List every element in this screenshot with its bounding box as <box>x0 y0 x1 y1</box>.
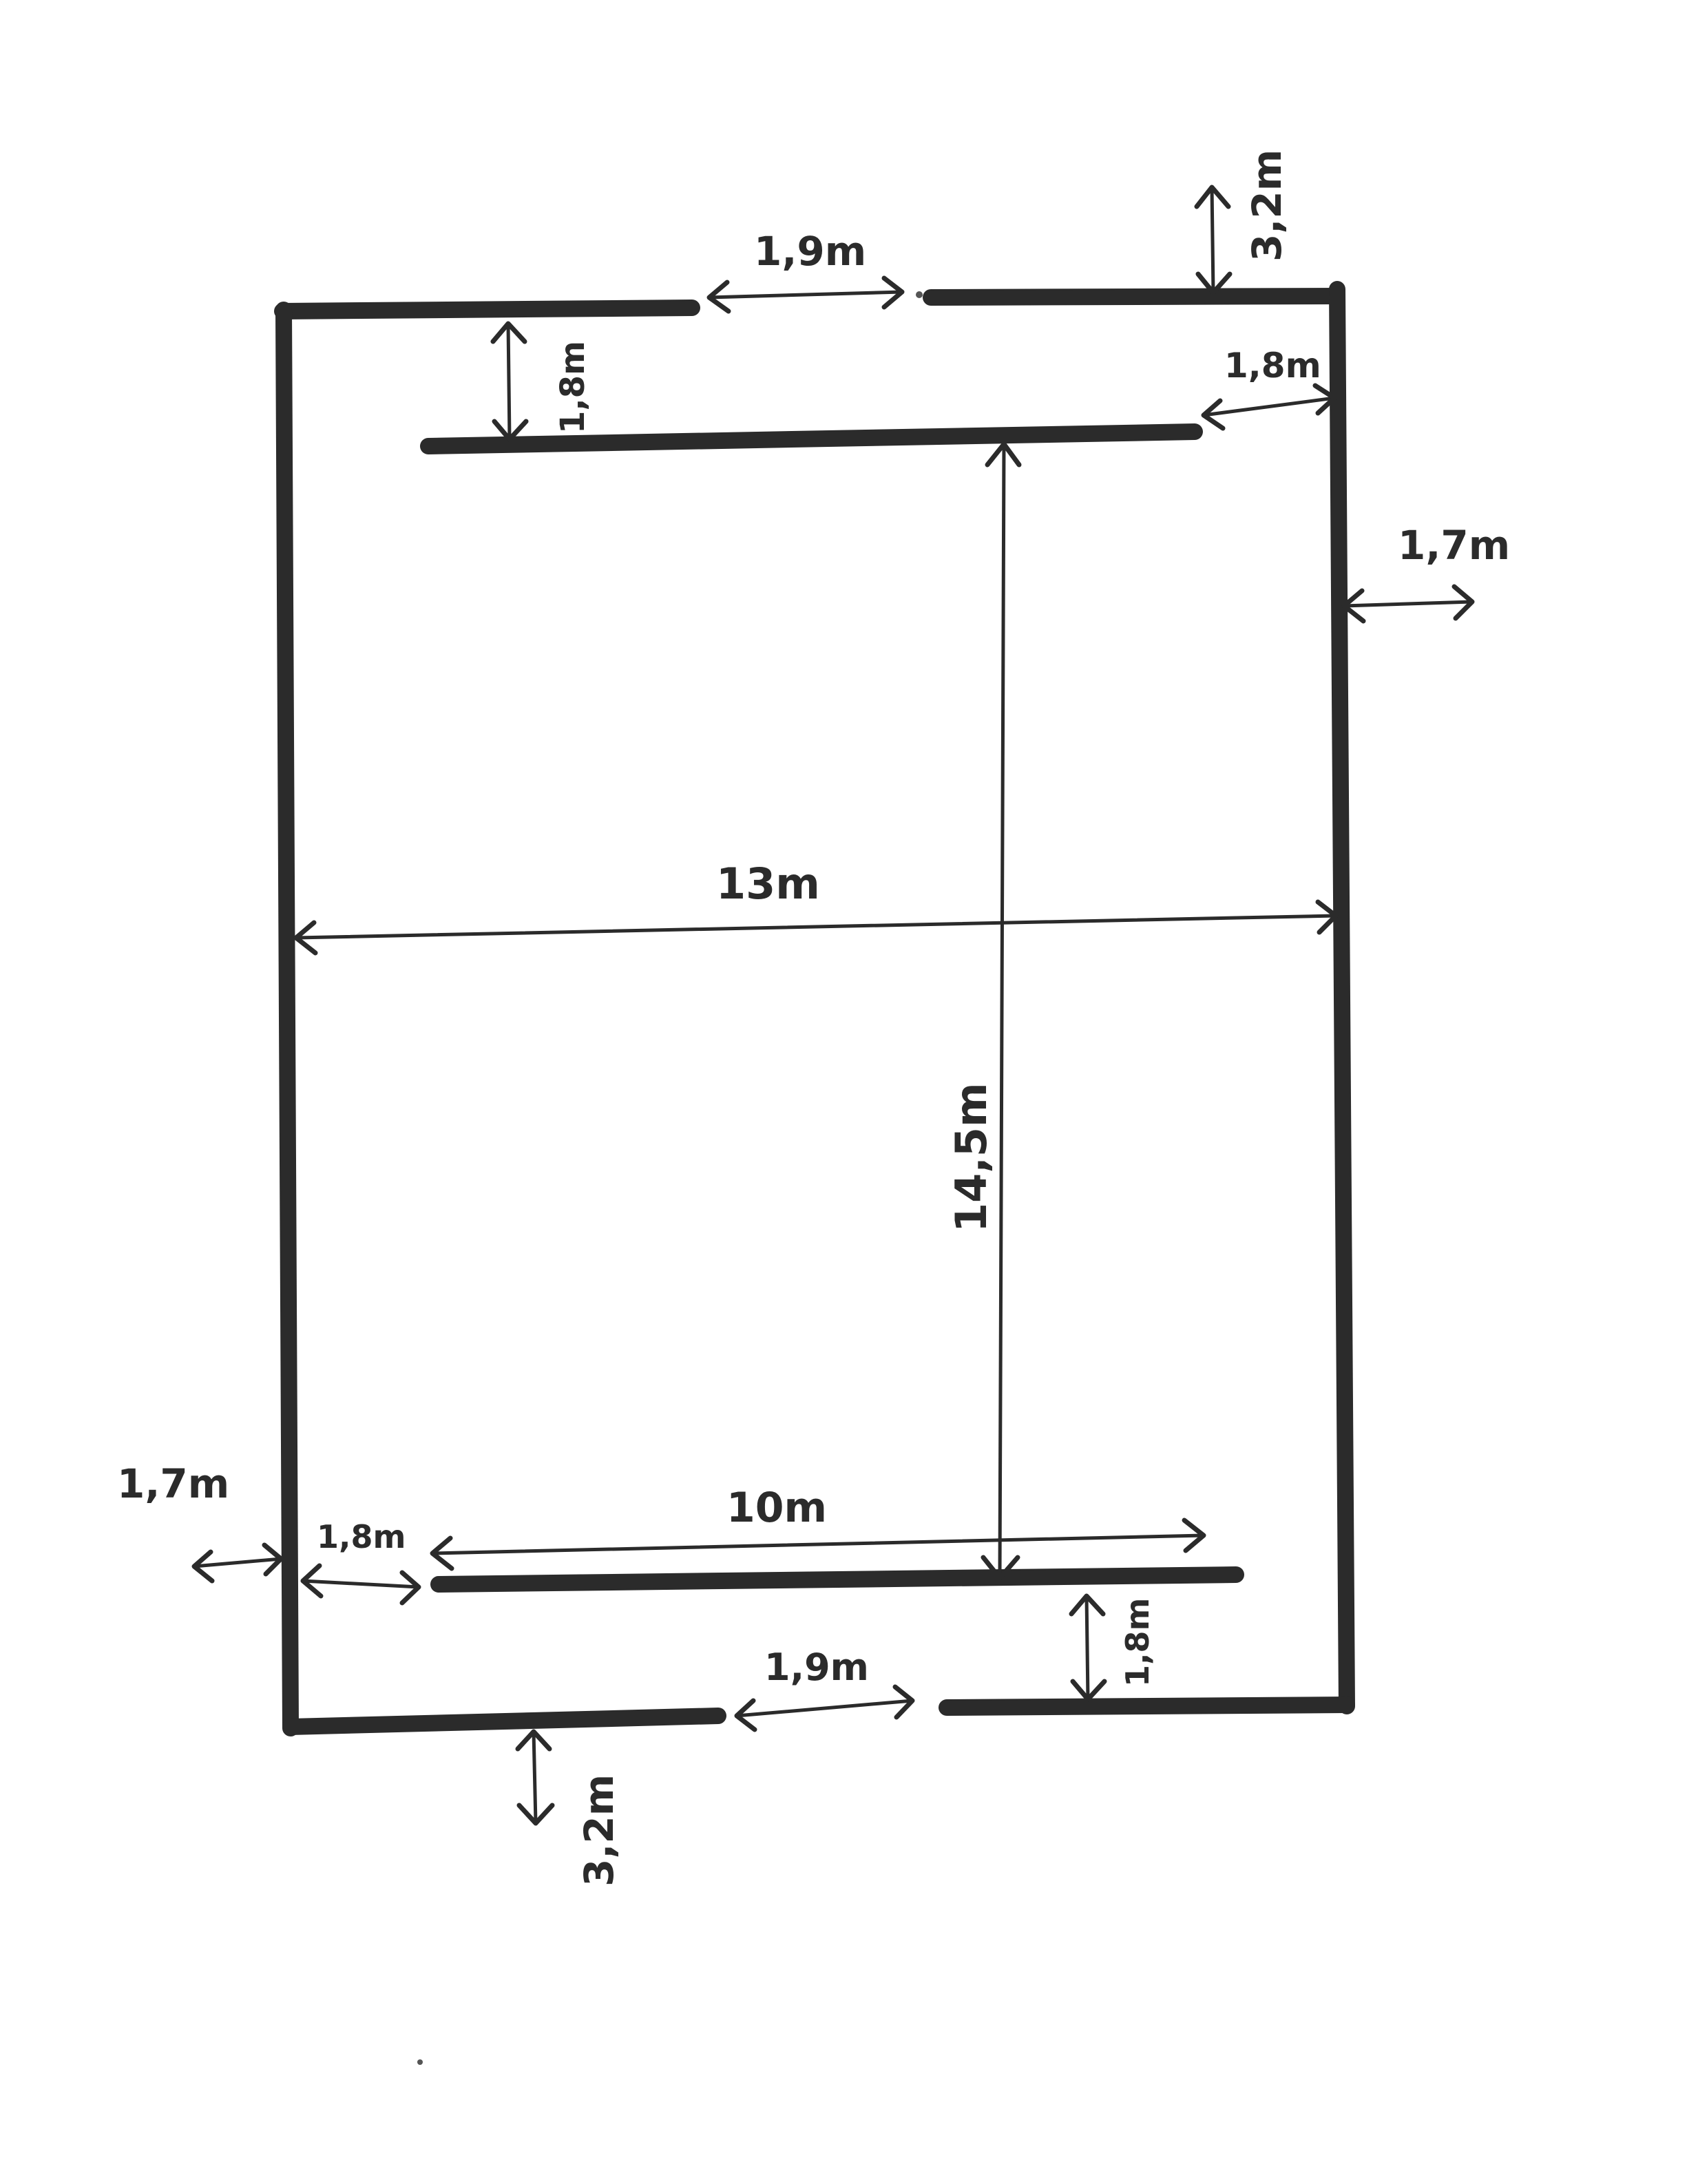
wall-bottom-right-segment <box>939 1697 1355 1716</box>
label-right-clearance: 1,7m <box>1398 522 1510 569</box>
dim-top-line-offset-right: 1,8m <box>1201 346 1337 431</box>
inner-line-top <box>420 423 1203 454</box>
dim-court-width: 13m <box>293 859 1339 956</box>
dim-bottom-door-width: 1,9m <box>734 1646 915 1732</box>
scan-speck <box>417 2059 423 2065</box>
label-top-door-width: 1,9m <box>754 228 866 275</box>
label-bottom-depth: 3,2m <box>576 1774 622 1887</box>
wall-bottom-left-segment <box>282 1708 726 1735</box>
label-bottom-line-offset-vertical: 1,8m <box>1119 1598 1156 1687</box>
scan-speck <box>916 291 923 298</box>
dim-inner-length: 14,5m <box>946 441 1022 1581</box>
dim-left-clearance: 1,7m <box>117 1460 284 1584</box>
inner-line-bottom <box>430 1566 1244 1593</box>
wall-left <box>275 302 299 1736</box>
outer-walls <box>274 281 1355 1736</box>
inner-lines <box>420 423 1244 1593</box>
label-bottom-door-width: 1,9m <box>764 1646 869 1689</box>
dim-bottom-line-offset-vertical: 1,8m <box>1069 1593 1156 1702</box>
label-bottom-line-offset-left: 1,8m <box>317 1518 406 1555</box>
label-bottom-line-length: 10m <box>726 1484 827 1532</box>
dim-top-line-offset-vertical: 1,8m <box>490 321 592 442</box>
dim-bottom-depth: 3,2m <box>515 1729 622 1887</box>
dim-top-depth: 3,2m <box>1194 149 1290 295</box>
dim-top-door-width: 1,9m <box>706 228 905 314</box>
label-court-width: 13m <box>716 859 820 909</box>
label-top-line-offset-vertical: 1,8m <box>554 341 592 434</box>
label-inner-length: 14,5m <box>946 1082 996 1232</box>
label-top-line-offset-right: 1,8m <box>1224 346 1321 386</box>
wall-top-left-segment <box>274 300 700 319</box>
label-top-depth: 3,2m <box>1244 149 1290 262</box>
dim-right-clearance: 1,7m <box>1341 522 1510 624</box>
wall-right <box>1329 281 1355 1714</box>
dim-bottom-line-offset-left: 1,8m <box>300 1518 421 1606</box>
wall-top-right-segment <box>923 288 1345 306</box>
dim-bottom-line-length: 10m <box>430 1484 1206 1571</box>
label-left-clearance: 1,7m <box>117 1460 229 1507</box>
